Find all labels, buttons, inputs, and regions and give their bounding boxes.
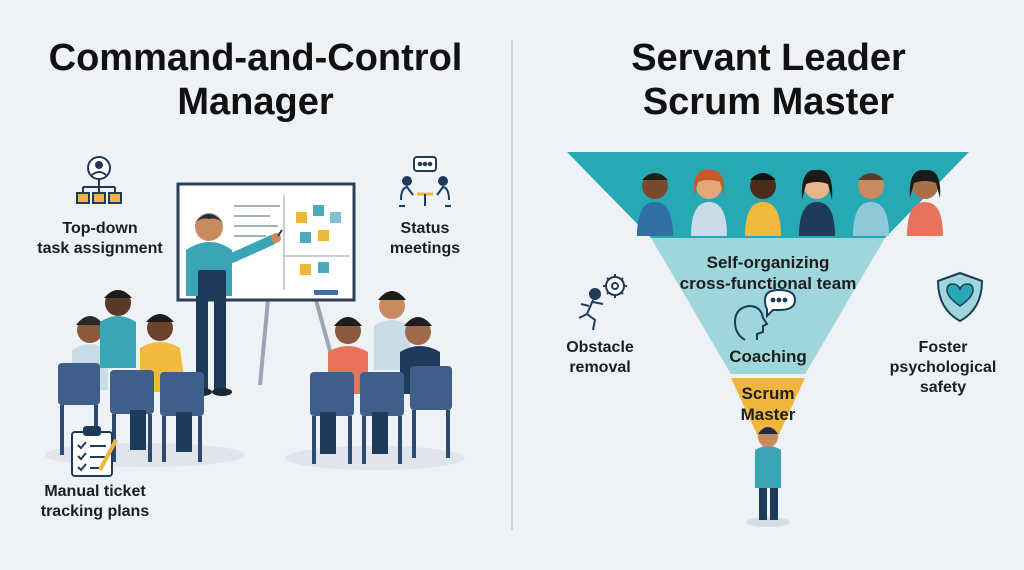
servant-leader-title-line1: Servant Leader [631, 37, 906, 79]
inverted-pyramid [567, 152, 984, 527]
scrum-master-label: Scrum Master [718, 383, 818, 425]
scrum-master-label-line2: Master [740, 405, 796, 424]
foster-safety-label: Foster psychological safety [873, 338, 1013, 398]
heart-shield-icon [936, 271, 984, 323]
head-speech-icon [733, 288, 797, 341]
pyramid-scrum-master-band [731, 378, 805, 458]
obstacle-removal-label-line2: removal [569, 359, 631, 376]
servant-leader-panel: Servant Leader Scrum Master [513, 0, 1024, 570]
manual-ticket-label: Manual ticket tracking plans [25, 482, 165, 522]
classroom-scene [45, 156, 465, 477]
status-meetings-label: Status meetings [380, 219, 470, 259]
servant-leader-title: Servant Leader Scrum Master [513, 36, 1024, 124]
audience-left [45, 290, 245, 467]
obstacle-removal-label-line1: Obstacle [566, 339, 634, 356]
command-control-title: Command-and-Control Manager [0, 36, 511, 124]
panel-divider [511, 40, 513, 530]
command-control-title-line1: Command-and-Control [48, 37, 463, 79]
obstacle-removal-label: Obstacle removal [555, 338, 645, 378]
foster-safety-label-line3: safety [919, 379, 967, 396]
runner-gear-icon [578, 274, 627, 331]
meeting-icon [399, 156, 451, 207]
clipboard-checklist-icon [71, 426, 118, 477]
status-meetings-label-line2: meetings [389, 240, 461, 257]
scrum-master-figure [746, 427, 790, 527]
team-band-label-line2: cross-functional team [679, 274, 857, 293]
servant-leader-title-line2: Scrum Master [642, 81, 895, 123]
audience-right [285, 291, 465, 470]
foster-safety-label-line1: Foster [918, 339, 968, 356]
top-down-label: Top-down task assignment [30, 219, 170, 259]
manual-ticket-label-line1: Manual ticket [44, 483, 146, 500]
foster-safety-label-line2: psychological [889, 359, 997, 376]
org-chart-icon [76, 156, 122, 204]
team-band-label-line1: Self-organizing [706, 253, 830, 272]
manual-ticket-label-line2: tracking plans [40, 503, 150, 520]
coaching-label-text: Coaching [729, 347, 807, 366]
command-control-panel: Command-and-Control Manager [0, 0, 511, 570]
team-members [637, 169, 943, 236]
command-control-title-line2: Manager [177, 81, 334, 123]
coaching-label: Coaching [698, 347, 838, 367]
status-meetings-label-line1: Status [400, 220, 450, 237]
scrum-master-label-line1: Scrum [741, 384, 795, 403]
team-band-label: Self-organizing cross-functional team [648, 252, 888, 294]
presenter [186, 213, 283, 396]
top-down-label-line2: task assignment [37, 240, 163, 257]
top-down-label-line1: Top-down [62, 220, 138, 237]
